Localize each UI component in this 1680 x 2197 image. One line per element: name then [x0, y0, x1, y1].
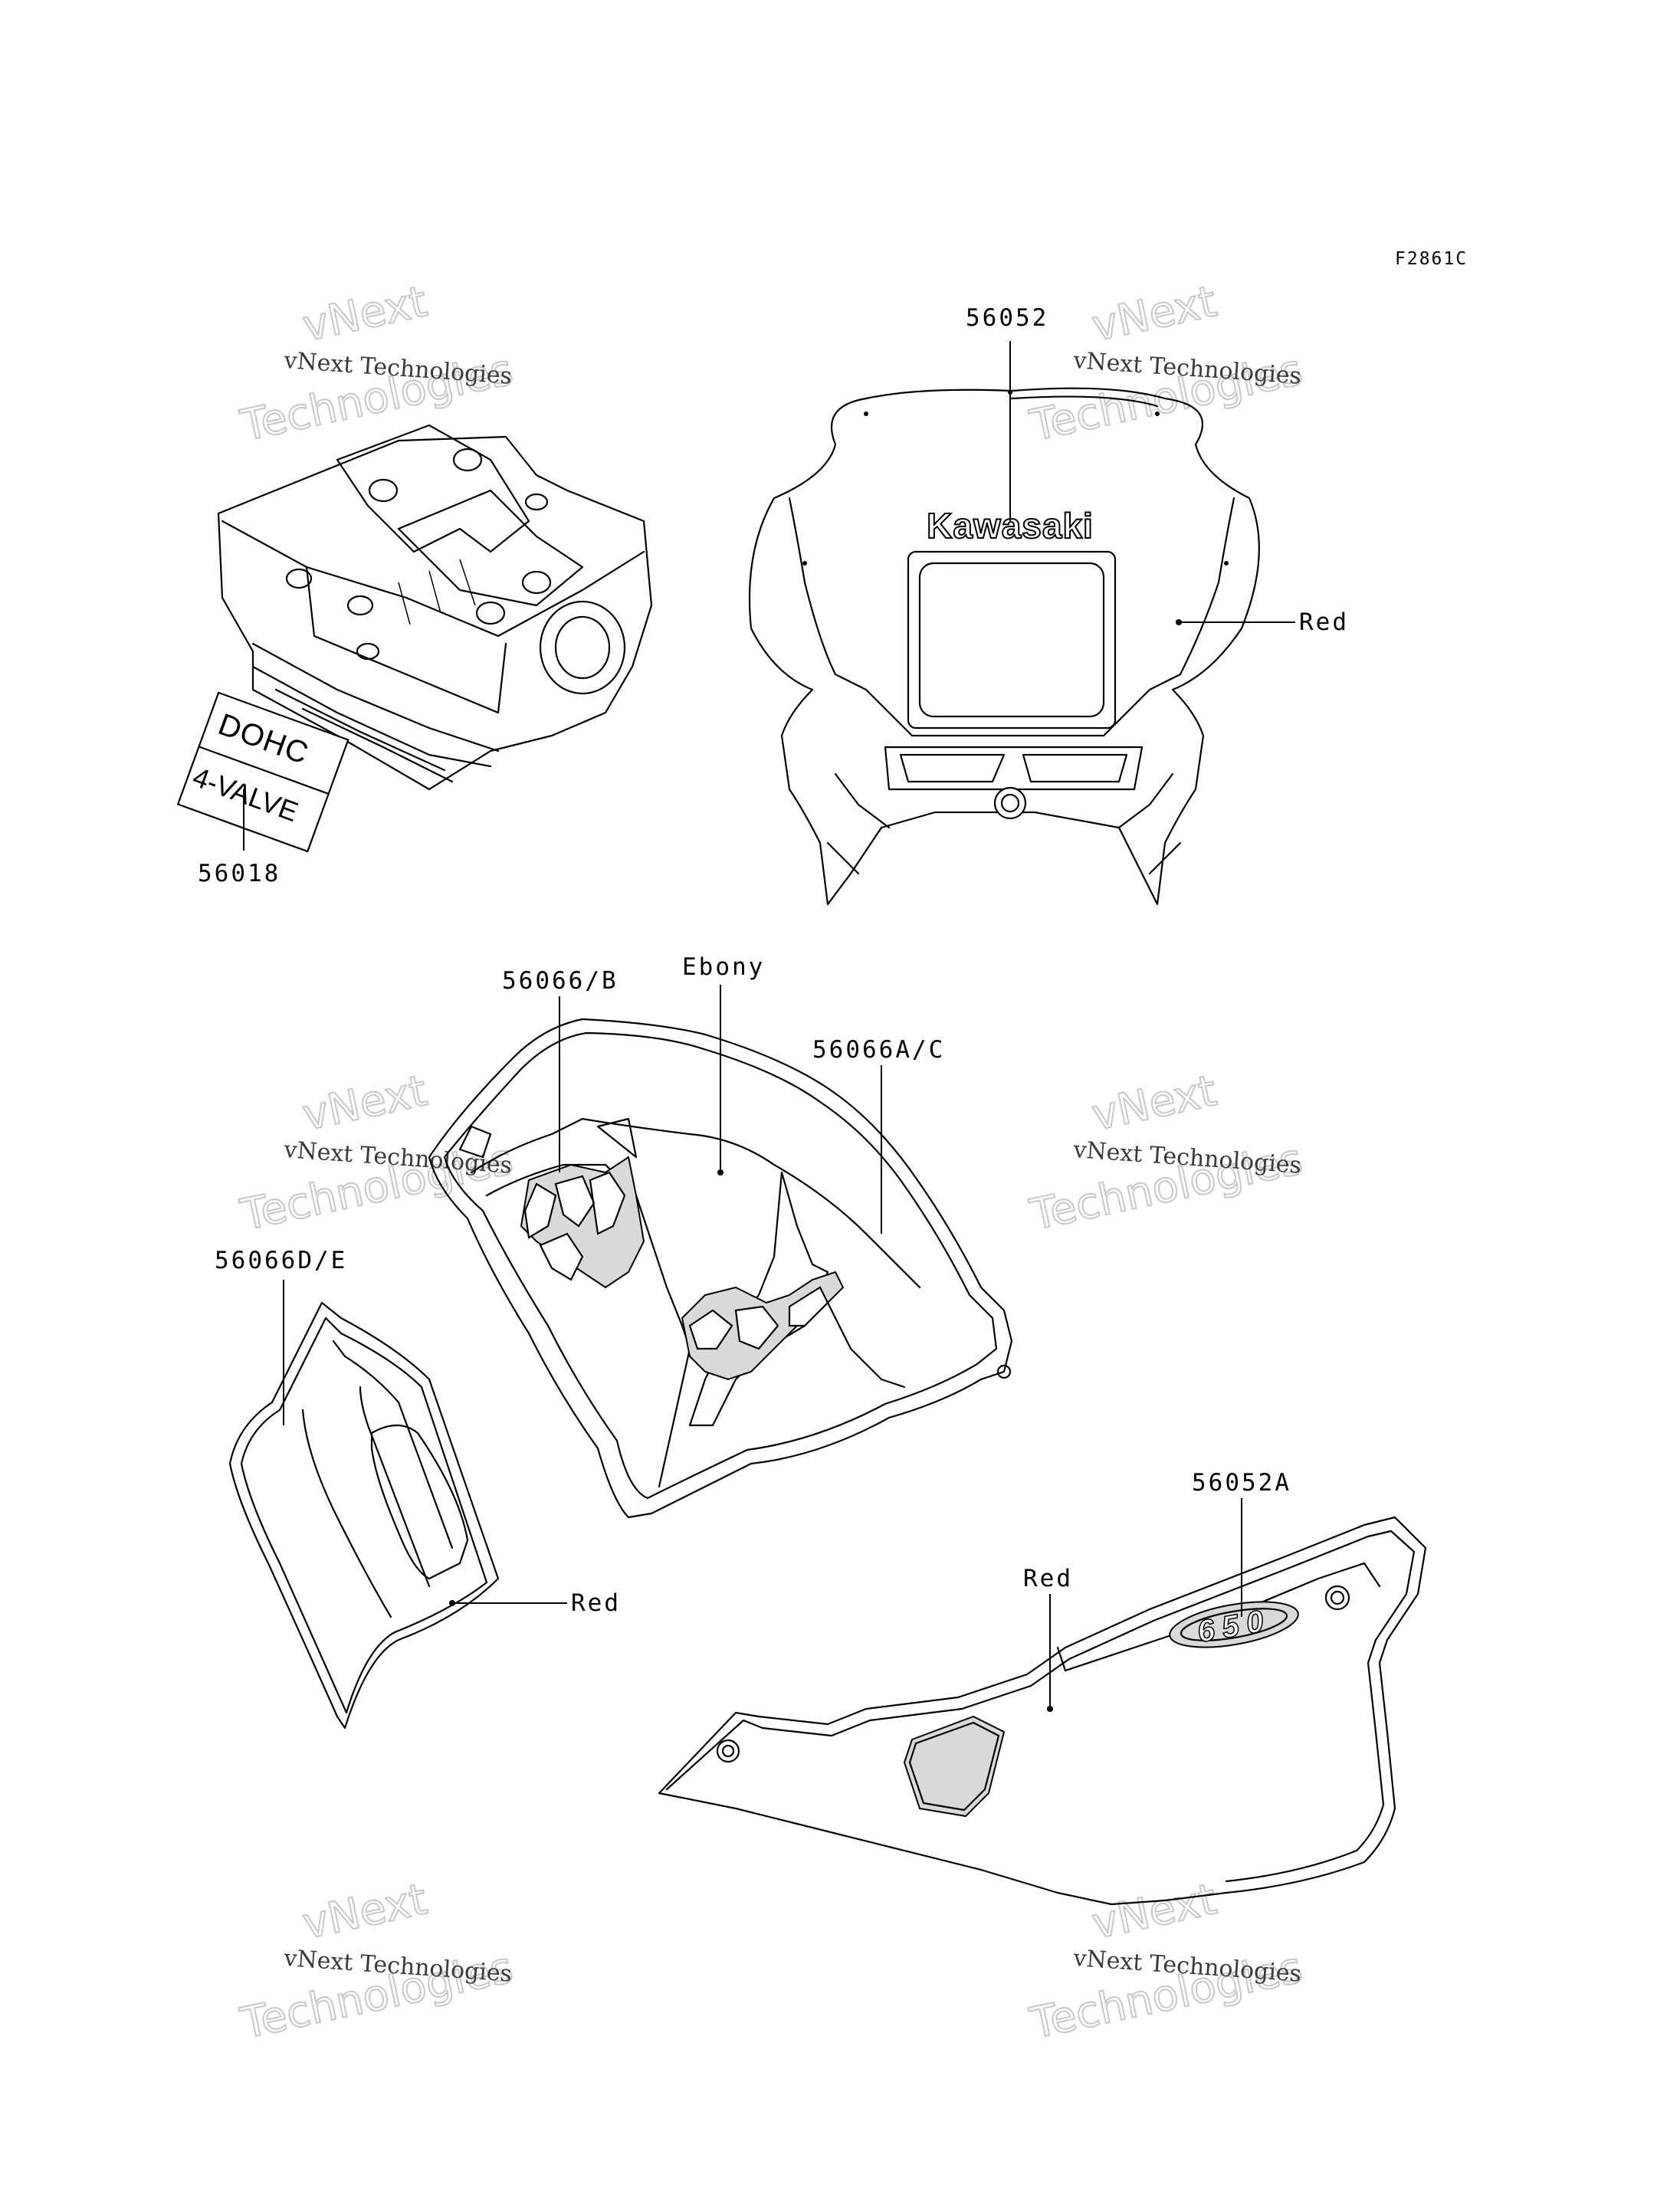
watermark-big-word-1: vNext	[298, 277, 431, 352]
part-number-56066de: 56066D/E	[215, 1247, 347, 1274]
color-label-56066de: Red	[571, 1589, 621, 1617]
color-label-56052: Red	[1299, 608, 1349, 636]
side-cover-illustration: 650	[658, 1516, 1427, 1906]
figure-code: F2861C	[1395, 249, 1468, 269]
watermark-bottom-left: vNext Technologies vNext Technologies	[235, 1874, 517, 2050]
watermark-big-word-1: vNext	[1088, 1066, 1221, 1141]
cylinder-head-illustration	[217, 424, 653, 791]
side-panel-left-illustration	[228, 1301, 500, 1730]
headlight-cowl-illustration: Kawasaki	[748, 387, 1260, 906]
part-number-56066ac: 56066A/C	[812, 1036, 945, 1064]
watermark-mid-right: vNext Technologies vNext Technologies	[1025, 1065, 1307, 1241]
part-number-56052: 56052	[966, 304, 1048, 332]
watermark-big-word-1: vNext	[1088, 277, 1221, 352]
watermark-top-right: vNext Technologies vNext Technologies	[1025, 276, 1307, 452]
watermark-big-word-1: vNext	[1088, 1874, 1221, 1949]
color-label-56052a: Red	[1023, 1565, 1073, 1592]
watermark-top-left: vNext Technologies vNext Technologies	[235, 276, 517, 452]
watermark-big-word-1: vNext	[298, 1066, 431, 1141]
watermark-mid-left: vNext Technologies vNext Technologies	[235, 1065, 517, 1241]
dohc-decal: DOHC 4-VALVE	[176, 691, 349, 853]
part-number-56018: 56018	[198, 860, 281, 887]
color-label-ebony: Ebony	[682, 953, 765, 981]
part-number-56066b: 56066/B	[502, 967, 619, 995]
part-number-56052a: 56052A	[1192, 1469, 1291, 1497]
fuel-tank-illustration	[428, 1018, 1013, 1519]
watermark-big-word-1: vNext	[298, 1874, 431, 1949]
